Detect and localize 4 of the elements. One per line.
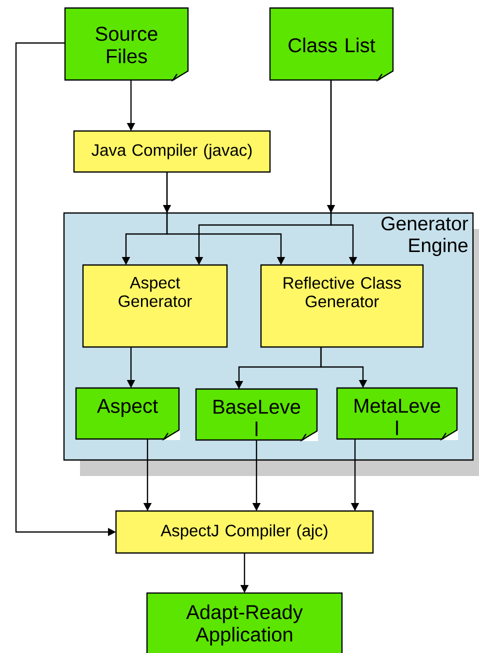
process-box: Java Compiler (javac) <box>73 130 271 173</box>
process-box: Aspect Generator <box>82 264 228 348</box>
process-box: Reflective Class Generator <box>260 264 424 348</box>
process-box: AspectJ Compiler (ajc) <box>115 510 374 554</box>
